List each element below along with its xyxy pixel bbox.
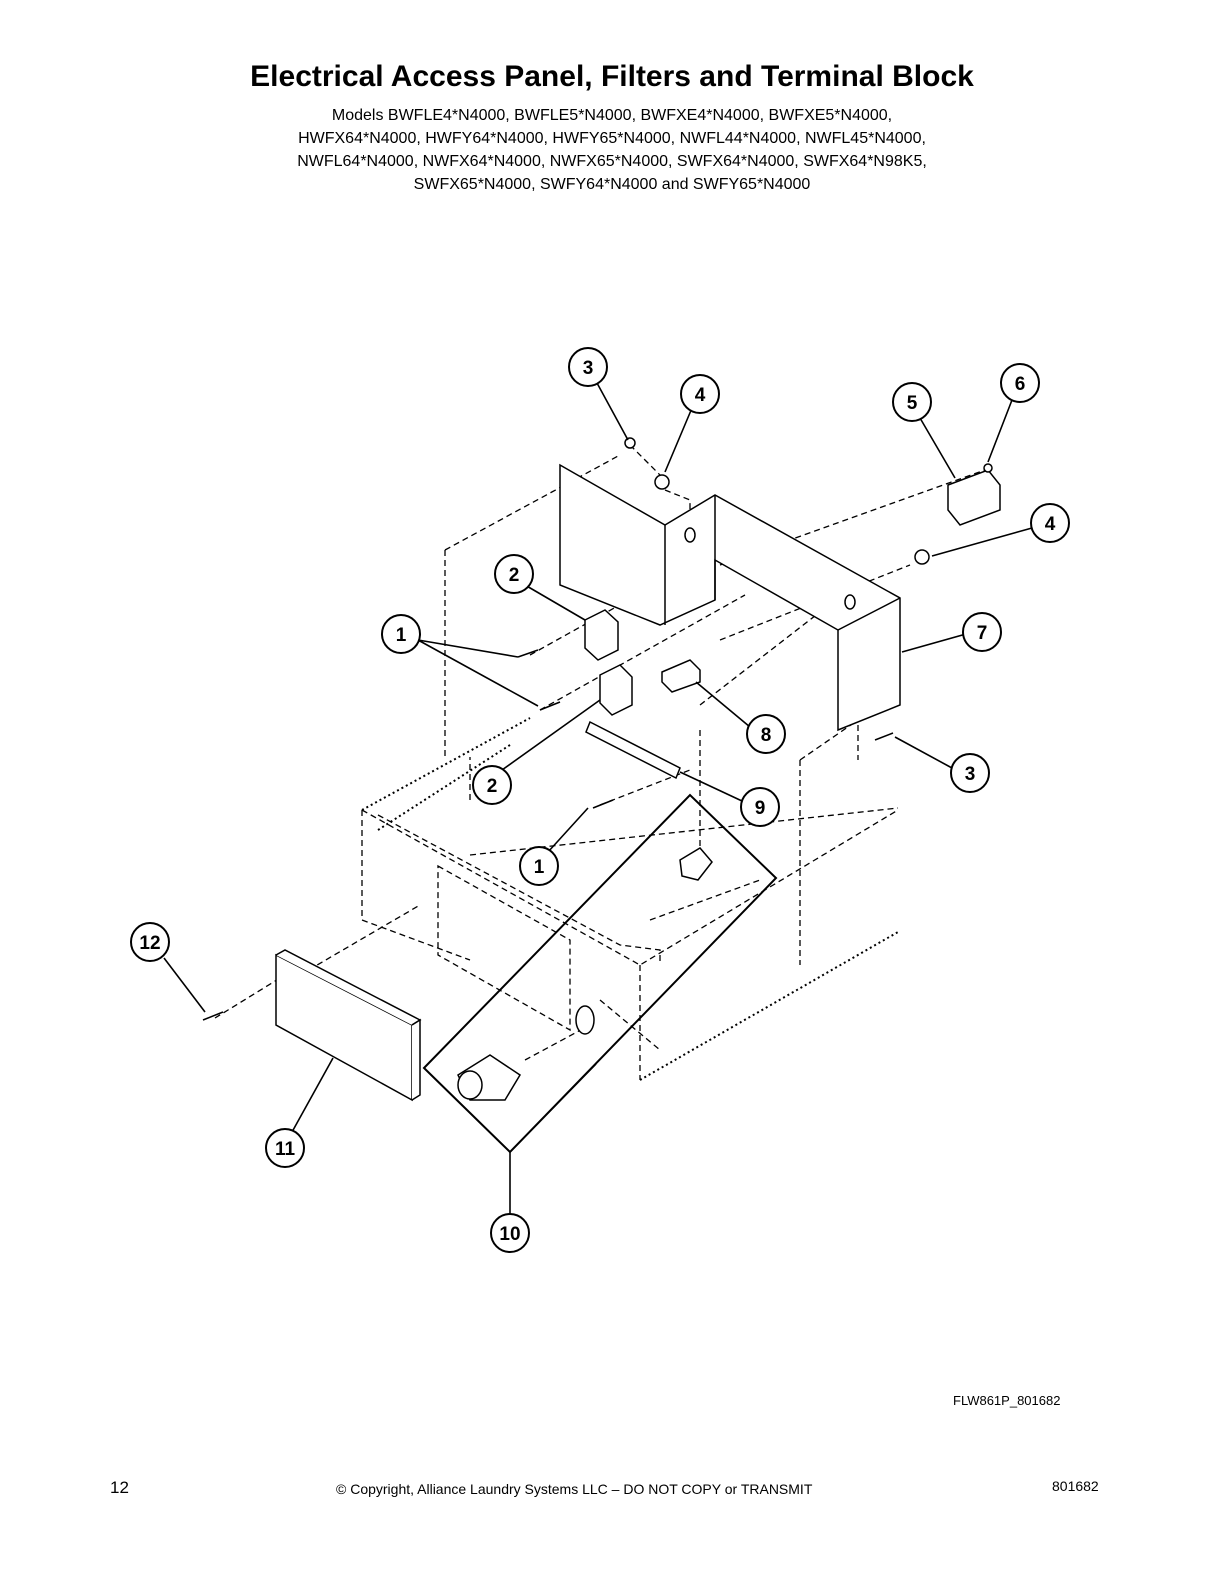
callout: 4 [1030,503,1070,543]
svg-text:4: 4 [1045,514,1056,535]
page-title: Electrical Access Panel, Filters and Ter… [250,60,974,93]
callout: 3 [950,753,990,793]
callout: 1 [519,846,559,886]
svg-text:9: 9 [755,798,766,819]
callout: 10 [490,1213,530,1253]
svg-text:12: 12 [139,933,160,954]
callout: 11 [265,1128,305,1168]
callout: 8 [746,714,786,754]
svg-text:6: 6 [1015,374,1026,395]
callout-leaders [163,382,1033,1215]
callout: 1 [381,614,421,654]
models-line: HWFX64*N4000, HWFY64*N4000, HWFY65*N4000… [298,130,926,147]
models-list: Models BWFLE4*N4000, BWFLE5*N4000, BWFXE… [0,104,1224,196]
callout: 5 [892,382,932,422]
figure-id: FLW861P_801682 [953,1393,1061,1408]
page-number: 12 [110,1478,129,1497]
svg-text:3: 3 [965,764,976,785]
svg-text:11: 11 [275,1139,296,1160]
callout: 3 [568,347,608,387]
svg-text:1: 1 [534,857,545,878]
svg-text:1: 1 [396,625,407,646]
callout: 4 [680,374,720,414]
svg-text:7: 7 [977,623,988,644]
callout: 9 [740,787,780,827]
callout: 12 [130,922,170,962]
copyright-notice: © Copyright, Alliance Laundry Systems LL… [336,1481,813,1497]
svg-text:8: 8 [761,725,772,746]
callout: 7 [962,612,1002,652]
svg-text:2: 2 [509,565,520,586]
svg-text:5: 5 [907,393,918,414]
svg-text:2: 2 [487,776,498,797]
machine-body-outline [361,717,899,1081]
document-number: 801682 [1052,1478,1099,1494]
svg-text:3: 3 [583,358,594,379]
models-line: SWFX65*N4000, SWFY64*N4000 and SWFY65*N4… [413,176,811,193]
svg-text:4: 4 [695,385,706,406]
callout: 2 [472,765,512,805]
access-panel-bracket [559,463,901,732]
callout: 6 [1000,363,1040,403]
svg-text:10: 10 [499,1224,520,1245]
models-line: Models BWFLE4*N4000, BWFLE5*N4000, BWFXE… [331,107,893,124]
callout: 2 [494,554,534,594]
strain-relief-group [422,793,778,1154]
small-parts [202,437,1001,1021]
cover-plate [275,949,422,1102]
models-line: NWFL64*N4000, NWFX64*N4000, NWFX65*N4000… [297,153,927,170]
